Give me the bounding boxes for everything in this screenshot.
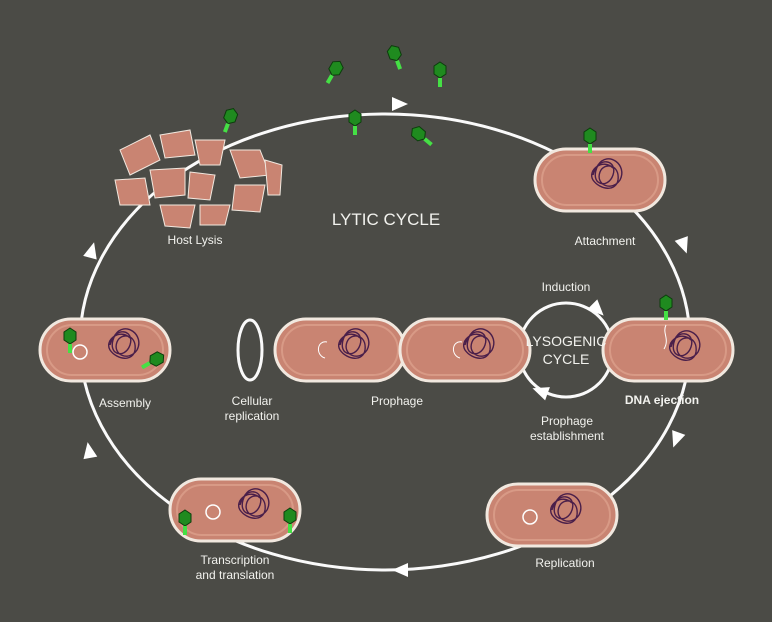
assembly-label: Assembly — [98, 396, 152, 410]
transcription-line1: Transcription — [200, 553, 270, 567]
induction-label: Induction — [541, 280, 591, 294]
phage-icon — [321, 57, 346, 87]
arrow-head — [666, 430, 686, 450]
establishment-line1: Prophage — [540, 414, 594, 428]
lysogenic-cycle-title: LYSOGENIC CYCLE — [526, 332, 607, 368]
host-lysis-label: Host Lysis — [167, 233, 223, 247]
phage-icon — [433, 61, 447, 88]
dna-ejection-label: DNA ejection — [624, 393, 700, 407]
attachment-cell — [533, 147, 667, 213]
cellular-line2: replication — [224, 409, 280, 423]
prophage-cell — [398, 317, 532, 383]
transcription-cell — [168, 477, 302, 543]
prophage-label: Prophage — [370, 394, 424, 408]
phage-icon — [407, 123, 436, 150]
arrow-head — [83, 240, 101, 260]
assembly-cell — [38, 317, 172, 383]
attachment-label: Attachment — [574, 234, 636, 248]
phage-icon — [218, 106, 240, 135]
lysogenic-line1: LYSOGENIC — [525, 333, 607, 349]
arrow-head — [392, 97, 408, 111]
cellular-replication-loop — [236, 318, 264, 382]
cellular-line1: Cellular — [231, 394, 273, 408]
arrow-head — [80, 440, 98, 460]
lysogenic-line2: CYCLE — [542, 351, 590, 367]
establishment-line2: establishment — [529, 429, 605, 443]
replication-label: Replication — [535, 556, 595, 570]
phage-icon — [659, 294, 673, 321]
phage-icon — [385, 43, 407, 72]
prophage-cell — [273, 317, 407, 383]
arrow-head — [674, 236, 694, 256]
dna-ejection-cell — [601, 317, 735, 383]
phage-icon — [348, 109, 362, 136]
transcription-line2: and translation — [195, 568, 275, 582]
replication-cell — [485, 482, 619, 548]
arrow-head — [392, 563, 408, 577]
host-lysis-debris — [114, 129, 283, 229]
lytic-cycle-title: LYTIC CYCLE — [331, 210, 441, 229]
